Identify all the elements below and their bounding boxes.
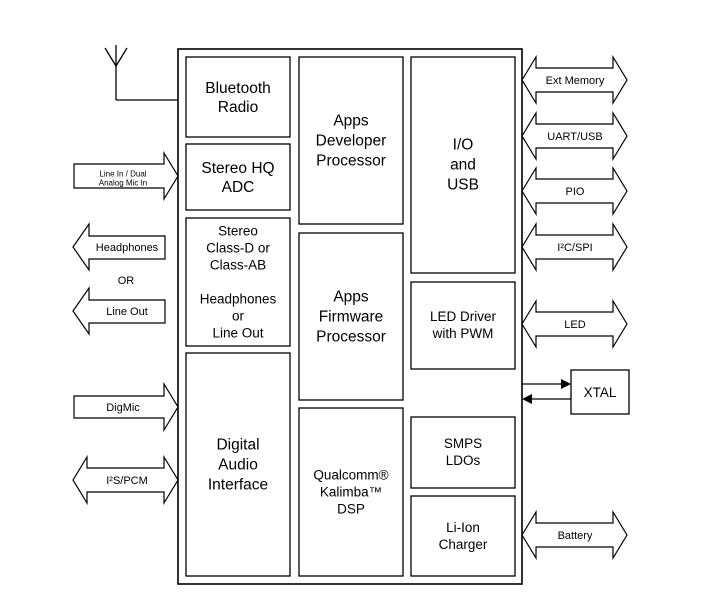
i2c-spi-label: I²C/SPI — [557, 242, 592, 254]
label-line: Stereo HQ — [201, 160, 274, 177]
digmic-arrow — [73, 381, 179, 433]
bluetooth-radio-block — [185, 56, 291, 138]
i2s-pcm-label: I²S/PCM — [106, 475, 148, 487]
label-line: with PWM — [432, 326, 494, 341]
label-line: Digital — [216, 436, 259, 453]
led-driver-block — [410, 281, 516, 370]
stereo-hq-adc-block — [185, 143, 291, 211]
label-line: SMPS — [444, 436, 482, 451]
label-line: Apps — [333, 112, 369, 129]
label-line: Headphones — [200, 292, 277, 307]
xtal-clock-arrows — [522, 379, 571, 404]
apps-firmware-processor-block — [298, 232, 404, 401]
uart-usb-arrow — [521, 110, 628, 162]
label-line: Class-AB — [210, 258, 266, 273]
antenna-icon — [104, 45, 186, 101]
label-line: Li-Ion — [446, 520, 480, 535]
led-driver-label: LED Driver with PWM — [430, 309, 497, 341]
stereo-hq-adc-label: Stereo HQ ADC — [201, 160, 274, 196]
io-usb-block — [410, 56, 516, 274]
label-line: Analog Mic In — [99, 178, 147, 187]
kalimba-dsp-block — [298, 407, 404, 577]
label-line: Audio — [218, 456, 258, 473]
xtal-label: XTAL — [584, 385, 617, 400]
i2s-pcm-arrow — [72, 454, 179, 506]
label-line: Firmware — [319, 308, 384, 325]
label-line: ADC — [222, 179, 255, 196]
label-line: Class-D or — [206, 241, 270, 256]
label-line: DSP — [337, 502, 365, 517]
digmic-label: DigMic — [106, 402, 140, 414]
pio-arrow — [521, 165, 628, 217]
line-out-label: Line Out — [106, 306, 148, 318]
label-line: USB — [447, 176, 479, 193]
xtal-block — [570, 369, 630, 415]
label-line: Line Out — [212, 326, 263, 341]
label-line: Line In / Dual — [99, 169, 146, 178]
label-line: Radio — [218, 99, 259, 116]
line-in-arrow — [73, 150, 179, 202]
or-label: OR — [118, 275, 135, 287]
pio-label: PIO — [566, 186, 585, 198]
kalimba-dsp-label: Qualcomm® Kalimba™ DSP — [313, 468, 388, 517]
label-line: I/O — [453, 136, 474, 153]
label-line: Processor — [316, 328, 386, 345]
i2c-spi-arrow — [521, 221, 628, 273]
battery-label: Battery — [558, 530, 593, 542]
smps-ldo-label: SMPS LDOs — [444, 436, 482, 468]
label-line: Interface — [208, 476, 268, 493]
headphones-label: Headphones — [96, 242, 159, 254]
ext-memory-label: Ext Memory — [546, 75, 605, 87]
uart-usb-label: UART/USB — [547, 131, 602, 143]
led-arrow — [521, 298, 628, 350]
led-label: LED — [564, 319, 585, 331]
label-line: Developer — [316, 132, 387, 149]
headphones-arrow — [72, 222, 166, 272]
class-d-amp-block — [185, 217, 291, 347]
label-line: Apps — [333, 288, 369, 305]
line-out-arrow — [72, 286, 166, 336]
label-line: and — [450, 156, 476, 173]
label-line: Stereo — [218, 224, 258, 239]
label-line: Kalimba™ — [320, 485, 382, 500]
apps-developer-processor-block — [298, 56, 404, 225]
label-line: LED Driver — [430, 309, 497, 324]
label-line: Processor — [316, 152, 386, 169]
label-line: LDOs — [446, 453, 481, 468]
smps-ldo-block — [410, 416, 516, 489]
digital-audio-interface-block — [185, 352, 291, 577]
li-ion-charger-block — [410, 495, 516, 577]
label-line: Qualcomm® — [313, 468, 388, 483]
battery-arrow — [521, 509, 628, 561]
label-line: or — [232, 309, 245, 324]
label-line: Charger — [439, 537, 488, 552]
label-line: Bluetooth — [205, 80, 271, 97]
ext-memory-arrow — [521, 54, 628, 106]
